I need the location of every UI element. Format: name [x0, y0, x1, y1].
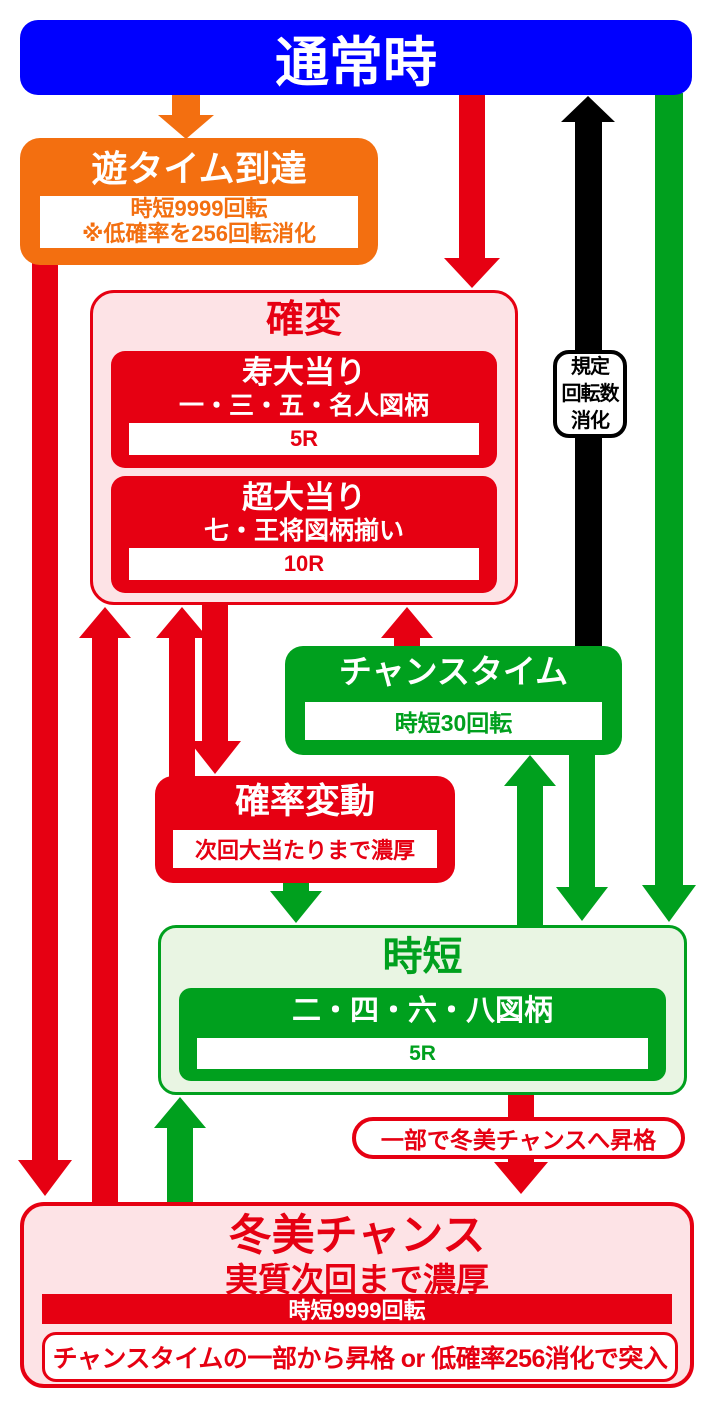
kakuhen-title: 確変 [265, 299, 342, 341]
fuyumi-title: 冬美チャンス [228, 1212, 486, 1260]
jackpot2-box: 超大当り 七・王将図柄揃い 10R [111, 476, 497, 593]
arrow-normal-to-yutime-head [158, 115, 214, 139]
arrow-yutime-to-fuyumi-shaft [32, 263, 58, 1162]
arrow-chancetime-to-jitan-head [556, 887, 608, 921]
arrow-normal-to-kakuhen-shaft [459, 93, 485, 260]
kitei-line1: 規定 [571, 356, 610, 378]
kakuhen-box: 確変 寿大当り 一・三・五・名人図柄 5R 超大当り 七・王将図柄揃い 10R [90, 290, 518, 605]
arrow-jitan-to-chancetime-shaft [517, 784, 543, 927]
normal-state-label: 通常時 [275, 33, 437, 93]
arrow-fuyumi-to-kakuhen-head [79, 607, 131, 638]
yutime-box: 遊タイム到達 時短9999回転 ※低確率を256回転消化 [20, 138, 378, 265]
arrow-pill-to-fuyumi-shaft [508, 1155, 534, 1164]
jitan-jackpot-box: 二・四・六・八図柄 5R [179, 988, 666, 1081]
arrow-chancetime-to-kakuhen-shaft [394, 636, 420, 648]
arrow-normal-to-kakuhen-head [444, 258, 500, 288]
arrow-kakuhen-to-kakuritsu-shaft [202, 605, 228, 743]
yutime-title: 遊タイム到達 [91, 148, 307, 189]
arrow-yutime-to-fuyumi-head [18, 1160, 72, 1196]
chancetime-box: チャンスタイム 時短30回転 [285, 646, 622, 755]
arrow-fuyumi-to-kakuhen-shaft [92, 636, 118, 1204]
arrow-chancetime-to-kakuhen-head [381, 607, 433, 638]
jitan-title: 時短 [382, 935, 463, 979]
yutime-detail-line2: ※低確率を256回転消化 [81, 221, 317, 246]
promote-pill: 一部で冬美チャンスへ昇格 [352, 1117, 685, 1159]
jackpot1-pattern: 一・三・五・名人図柄 [178, 392, 429, 420]
jackpot1-box: 寿大当り 一・三・五・名人図柄 5R [111, 351, 497, 468]
arrow-kakuhen-to-kakuritsu-head [189, 741, 241, 774]
fuyumi-subtitle: 実質次回まで濃厚 [225, 1261, 489, 1298]
arrow-normal-to-yutime-shaft [172, 93, 200, 117]
arrow-fuyumi-to-jitan-shaft [167, 1126, 193, 1204]
jitan-box: 時短 二・四・六・八図柄 5R [158, 925, 687, 1095]
jitan-pattern: 二・四・六・八図柄 [291, 995, 553, 1027]
arrow-normal-to-jitan-head [642, 885, 696, 922]
arrow-kakuritsu-to-kakuhen-head [156, 607, 208, 638]
jackpot2-name: 超大当り [242, 480, 366, 515]
jitan-rounds: 5R [197, 1038, 648, 1069]
promote-pill-label: 一部で冬美チャンスへ昇格 [380, 1127, 657, 1153]
arrow-fuyumi-to-jitan-head [154, 1097, 206, 1128]
arrow-chancetime-to-jitan-shaft [569, 753, 595, 889]
arrow-kakuritsu-to-jitan-shaft [283, 881, 309, 893]
arrow-jitan-to-chancetime-head [504, 755, 556, 786]
arrow-jitan-to-pill-shaft [508, 1093, 534, 1119]
chancetime-detail: 時短30回転 [305, 702, 602, 740]
arrow-kakuritsu-to-jitan-head [270, 891, 322, 923]
kitei-spins-label: 規定 回転数 消化 [553, 350, 627, 438]
jackpot2-rounds: 10R [129, 548, 479, 580]
yutime-detail-line1: 時短9999回転 [130, 196, 268, 221]
kakuritsu-hendo-detail: 次回大当たりまで濃厚 [173, 830, 437, 868]
yutime-detail-panel: 時短9999回転 ※低確率を256回転消化 [40, 196, 358, 248]
arrow-pill-to-fuyumi-head [494, 1162, 548, 1194]
jackpot2-pattern: 七・王将図柄揃い [203, 517, 404, 545]
chancetime-title: チャンスタイム [338, 653, 569, 690]
normal-state-banner: 通常時 [20, 20, 692, 95]
fuyumi-entry-note: チャンスタイムの一部から昇格 or 低確率256消化で突入 [42, 1332, 678, 1382]
jackpot1-name: 寿大当り [242, 355, 366, 390]
kakuritsu-hendo-title: 確率変動 [234, 782, 375, 821]
kitei-line2: 回転数 [561, 383, 620, 405]
arrow-chancetime-to-normal-head [561, 96, 615, 122]
jackpot1-rounds: 5R [129, 423, 479, 455]
kakuritsu-hendo-box: 確率変動 次回大当たりまで濃厚 [155, 776, 455, 883]
arrow-normal-to-jitan-shaft [655, 93, 683, 887]
fuyumi-chance-box: 冬美チャンス 実質次回まで濃厚 時短9999回転 チャンスタイムの一部から昇格 … [20, 1202, 694, 1388]
kitei-line3: 消化 [571, 410, 610, 432]
fuyumi-spins-bar: 時短9999回転 [42, 1294, 672, 1324]
